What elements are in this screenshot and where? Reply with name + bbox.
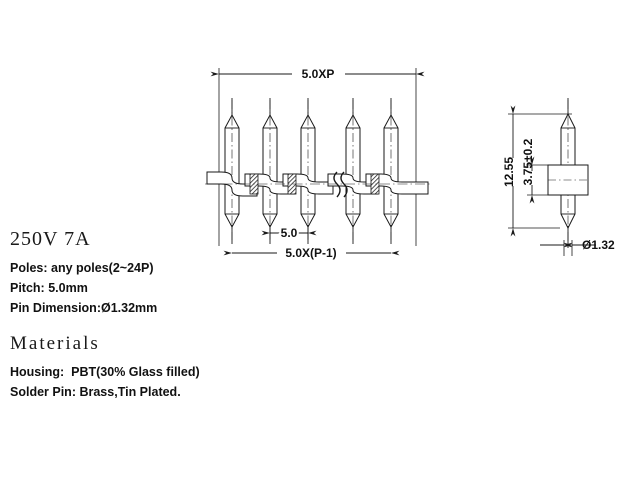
specification-block: 250V 7A Poles: any poles(2~24P) Pitch: 5… [10, 228, 250, 405]
housing-bar [205, 171, 430, 198]
pin-assembly-4 [345, 98, 361, 244]
poles-line: Poles: any poles(2~24P) [10, 261, 250, 275]
pin-dimension-label: Pin Dimension: [10, 301, 101, 315]
pin-assembly-1 [224, 98, 240, 244]
solder-pin-value: Brass,Tin Plated. [79, 385, 181, 399]
overall-extension-lines [218, 68, 417, 246]
side-view-pin [547, 98, 589, 248]
front-view-group: 5.0XP [205, 67, 430, 260]
span-dimension-text: 5.0X(P-1) [285, 246, 336, 260]
poles-value: any poles(2~24P) [51, 261, 154, 275]
solder-pin-label: Solder Pin: [10, 385, 76, 399]
housing-line: Housing: PBT(30% Glass filled) [10, 365, 250, 379]
pitch-dimension: 5.0 [261, 224, 317, 242]
solder-pin-line: Solder Pin: Brass,Tin Plated. [10, 385, 250, 399]
span-dimension: 5.0X(P-1) [223, 246, 400, 260]
electrical-rating: 250V 7A [10, 228, 91, 250]
housing-height-dimension: 3.75±0.2 [521, 138, 535, 204]
pin-dimension-value: Ø1.32mm [100, 301, 158, 315]
total-height-dimension: 12.55 [502, 105, 516, 237]
pin-assembly-2 [262, 98, 278, 244]
pitch-value: 5.0mm [48, 281, 88, 295]
pin-assembly-5 [383, 98, 399, 244]
overall-width-dimension: 5.0XP [210, 67, 425, 81]
pitch-dimension-text: 5.0 [281, 226, 298, 240]
pitch-label: Pitch: [10, 281, 45, 295]
housing-value: PBT(30% Glass filled) [71, 365, 200, 379]
housing-label: Housing: [10, 365, 65, 379]
pin-diameter-dimension: Ø1.32 [540, 238, 615, 256]
pin-assembly-3 [300, 98, 316, 244]
side-view-group: 12.55 3.75±0.2 Ø1.32 [502, 98, 615, 256]
housing-height-dimension-text: 3.75±0.2 [521, 138, 535, 185]
total-height-dimension-text: 12.55 [502, 157, 516, 187]
poles-label: Poles: [10, 261, 48, 275]
pitch-line: Pitch: 5.0mm [10, 281, 250, 295]
pin-dimension-line: Pin Dimension:Ø1.32mm [10, 301, 250, 315]
side-extension-lines [508, 113, 572, 229]
pin-diameter-dimension-text: Ø1.32 [582, 238, 615, 252]
overall-width-dimension-text: 5.0XP [302, 67, 335, 81]
materials-heading: Materials [10, 333, 100, 354]
